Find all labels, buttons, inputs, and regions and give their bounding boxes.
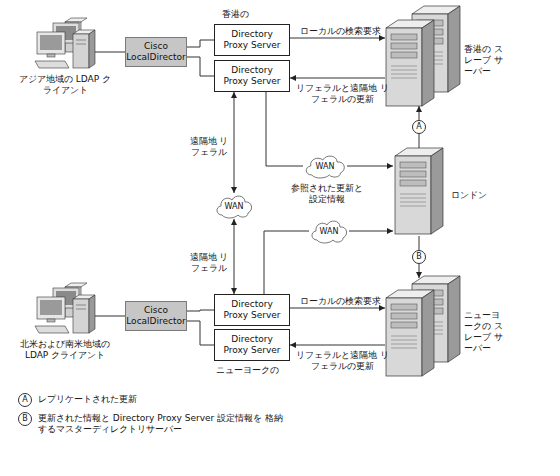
wan-cloud: WAN (303, 153, 347, 179)
master-server: ロンドン (393, 148, 445, 236)
wan-label: WAN (225, 201, 244, 212)
box-label: Directory Proxy Server (218, 65, 286, 87)
server-label: ロンドン (451, 190, 511, 201)
client-group: 北米および南米地域の LDAP クライアント (35, 283, 95, 335)
slave-server: ニューヨークの スレーブ サーバー (385, 278, 460, 376)
server-label: ニューヨークの スレーブ サーバー (464, 310, 508, 354)
load-balancer-box: Cisco LocalDirector (125, 37, 187, 67)
connector-arrow (234, 92, 235, 193)
wan-label: WAN (316, 161, 335, 172)
edge-label: 遠隔地 リフェラル (186, 136, 232, 158)
callout-letter: B (412, 250, 426, 264)
server-illustration (386, 6, 460, 106)
legend-callout: A (18, 393, 32, 407)
client-label: アジア地域の LDAP クライアント (15, 74, 115, 96)
connector-arrow (290, 345, 385, 346)
connector-line (187, 321, 214, 345)
edge-label: 遠隔地 リフェラル (186, 252, 232, 274)
proxy-server-box: Directory Proxy Server (214, 24, 290, 56)
server-illustration (386, 276, 460, 376)
site-label: ニューヨークの (216, 365, 296, 376)
proxy-server-box: Directory Proxy Server (214, 294, 290, 326)
legend-text: レプリケートされた更新 (38, 394, 278, 405)
connector-line (264, 231, 309, 294)
box-label: Cisco LocalDirector (126, 41, 185, 63)
connector-line (187, 57, 214, 76)
site-label: 香港の (222, 9, 282, 20)
load-balancer-box: Cisco LocalDirector (125, 301, 187, 331)
server-illustration (395, 148, 443, 234)
connector-line (95, 316, 125, 317)
connector-arrow (234, 219, 235, 294)
slave-server: 香港の スレーブ サーバー (385, 8, 460, 106)
flow-note: 参照された更新と 設定情報 (287, 183, 367, 205)
edge-label: ローカルの検索要求 (295, 26, 385, 37)
box-label: Directory Proxy Server (218, 334, 286, 356)
wan-cloud: WAN (214, 193, 254, 219)
client-group: アジア地域の LDAP クライアント (35, 18, 95, 70)
connector-arrow (290, 78, 385, 79)
connector-line (187, 40, 214, 47)
edge-label: ローカルの検索要求 (295, 296, 385, 307)
connector-arrow (290, 38, 385, 39)
callout-letter: A (412, 120, 426, 134)
connector-arrow (347, 166, 393, 167)
client-computers (35, 283, 95, 333)
legend-callout: B (18, 412, 32, 426)
box-label: Directory Proxy Server (218, 29, 286, 51)
connector-arrow (349, 231, 393, 232)
connector-line (187, 310, 214, 311)
edge-label: リフェラルと遠隔地 リフェラルの更新 (295, 83, 390, 105)
proxy-server-box: Directory Proxy Server (214, 329, 290, 361)
connector-line (266, 92, 303, 166)
wan-cloud: WAN (309, 218, 349, 244)
client-computers (35, 18, 95, 68)
client-label: 北米および南米地域の LDAP クライアント (10, 339, 120, 361)
box-label: Directory Proxy Server (218, 299, 286, 321)
proxy-server-box: Directory Proxy Server (214, 60, 290, 92)
legend-text: 更新された情報と Directory Proxy Server 設定情報を 格納… (38, 413, 288, 435)
box-label: Cisco LocalDirector (126, 305, 185, 327)
connector-arrow (290, 308, 385, 309)
edge-label: リフェラルと遠隔地 リフェラルの更新 (295, 350, 390, 372)
server-label: 香港の スレーブ サーバー (464, 44, 508, 77)
connector-line (95, 52, 125, 53)
wan-label: WAN (320, 226, 339, 237)
